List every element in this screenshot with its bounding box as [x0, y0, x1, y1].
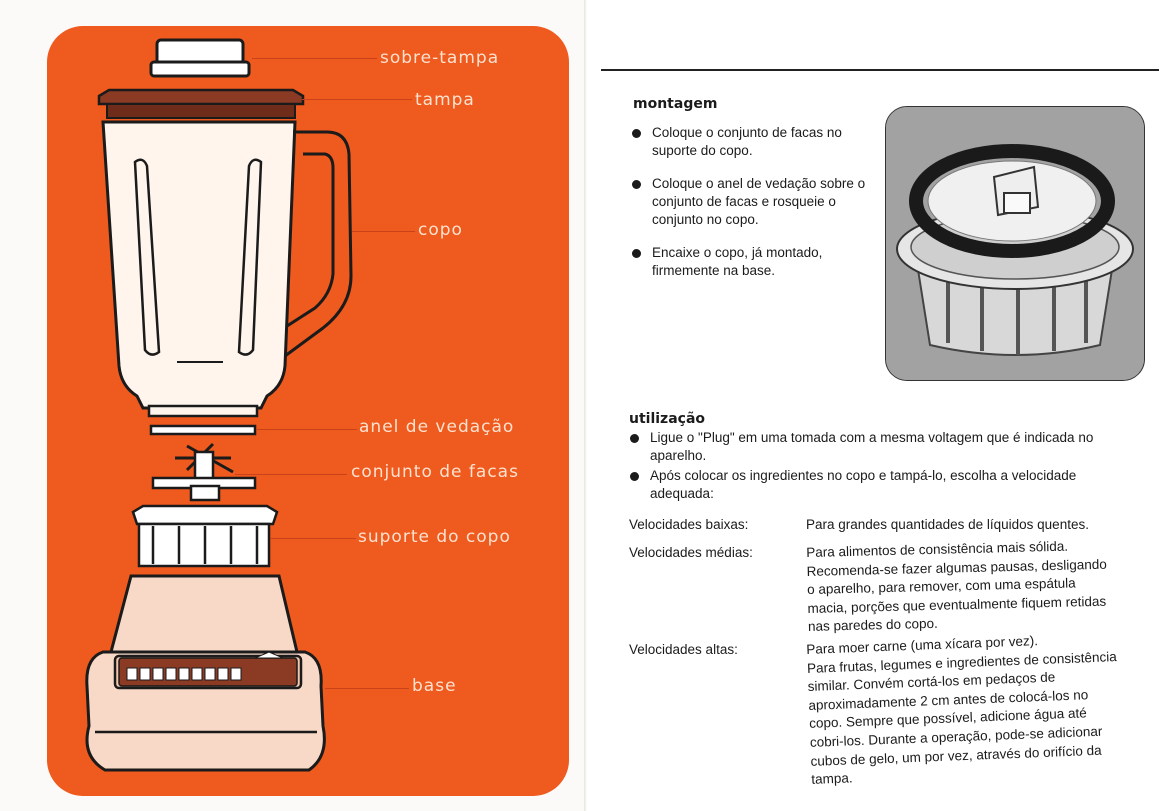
assembly-photo: [885, 106, 1145, 381]
list-item: Após colocar os ingredientes no copo e t…: [630, 467, 1130, 503]
speed-label: Velocidades baixas:: [629, 516, 799, 535]
heading-montagem: montagem: [633, 96, 717, 112]
label-jar-support: suporte do copo: [358, 529, 511, 546]
list-item: Coloque o anel de vedação sobre o conjun…: [632, 175, 872, 229]
leader-line-cap: [252, 58, 377, 59]
assembly-photo-illustration: [886, 107, 1144, 380]
blade-assembly-illustration: [153, 444, 255, 500]
montagem-list: Coloque o conjunto de facas no suporte d…: [632, 124, 872, 295]
label-cap: sobre-tampa: [380, 50, 499, 67]
bullet-icon: [632, 129, 641, 138]
blender-diagram-panel: sobre-tampa tampa copo anel de vedação c…: [47, 26, 569, 796]
page-spine: [584, 0, 587, 811]
speed-label: Velocidades médias:: [629, 544, 799, 563]
label-blade-assembly: conjunto de facas: [351, 464, 519, 481]
leader-line-lid: [302, 99, 412, 100]
jar-support-illustration: [133, 506, 277, 566]
leader-line-base: [325, 688, 409, 689]
utilizacao-list: Ligue o "Plug" em uma tomada com a mesma…: [630, 429, 1130, 505]
speed-description: Para moer carne (uma xícara por vez). Pa…: [806, 628, 1146, 790]
base-illustration: [87, 576, 325, 770]
label-lid: tampa: [415, 92, 475, 109]
top-rule: [601, 69, 1159, 71]
speed-label: Velocidades altas:: [629, 641, 799, 660]
heading-utilizacao: utilização: [629, 411, 705, 427]
bullet-icon: [630, 434, 639, 443]
jar-illustration: [103, 122, 351, 416]
cap-illustration: [151, 40, 249, 76]
leader-line-jar-support: [270, 538, 356, 539]
label-jar: copo: [418, 222, 463, 239]
leader-line-jar: [352, 231, 415, 232]
list-item: Ligue o "Plug" em uma tomada com a mesma…: [630, 429, 1130, 465]
bullet-icon: [632, 180, 641, 189]
lid-illustration: [99, 90, 303, 118]
label-seal-ring: anel de vedação: [359, 419, 514, 436]
seal-ring-illustration: [151, 426, 255, 434]
leader-line-blade-assembly: [235, 474, 347, 475]
label-base: base: [412, 678, 457, 695]
leader-line-seal-ring: [257, 429, 357, 430]
list-item: Coloque o conjunto de facas no suporte d…: [632, 124, 872, 160]
bullet-icon: [632, 249, 641, 258]
bullet-icon: [630, 472, 639, 481]
speed-description: Para grandes quantidades de líquidos que…: [806, 516, 1141, 535]
blender-illustration: [47, 26, 569, 796]
speed-description: Para alimentos de consistência mais sóli…: [806, 536, 1143, 637]
list-item: Encaixe o copo, já montado, firmemente n…: [632, 244, 872, 280]
